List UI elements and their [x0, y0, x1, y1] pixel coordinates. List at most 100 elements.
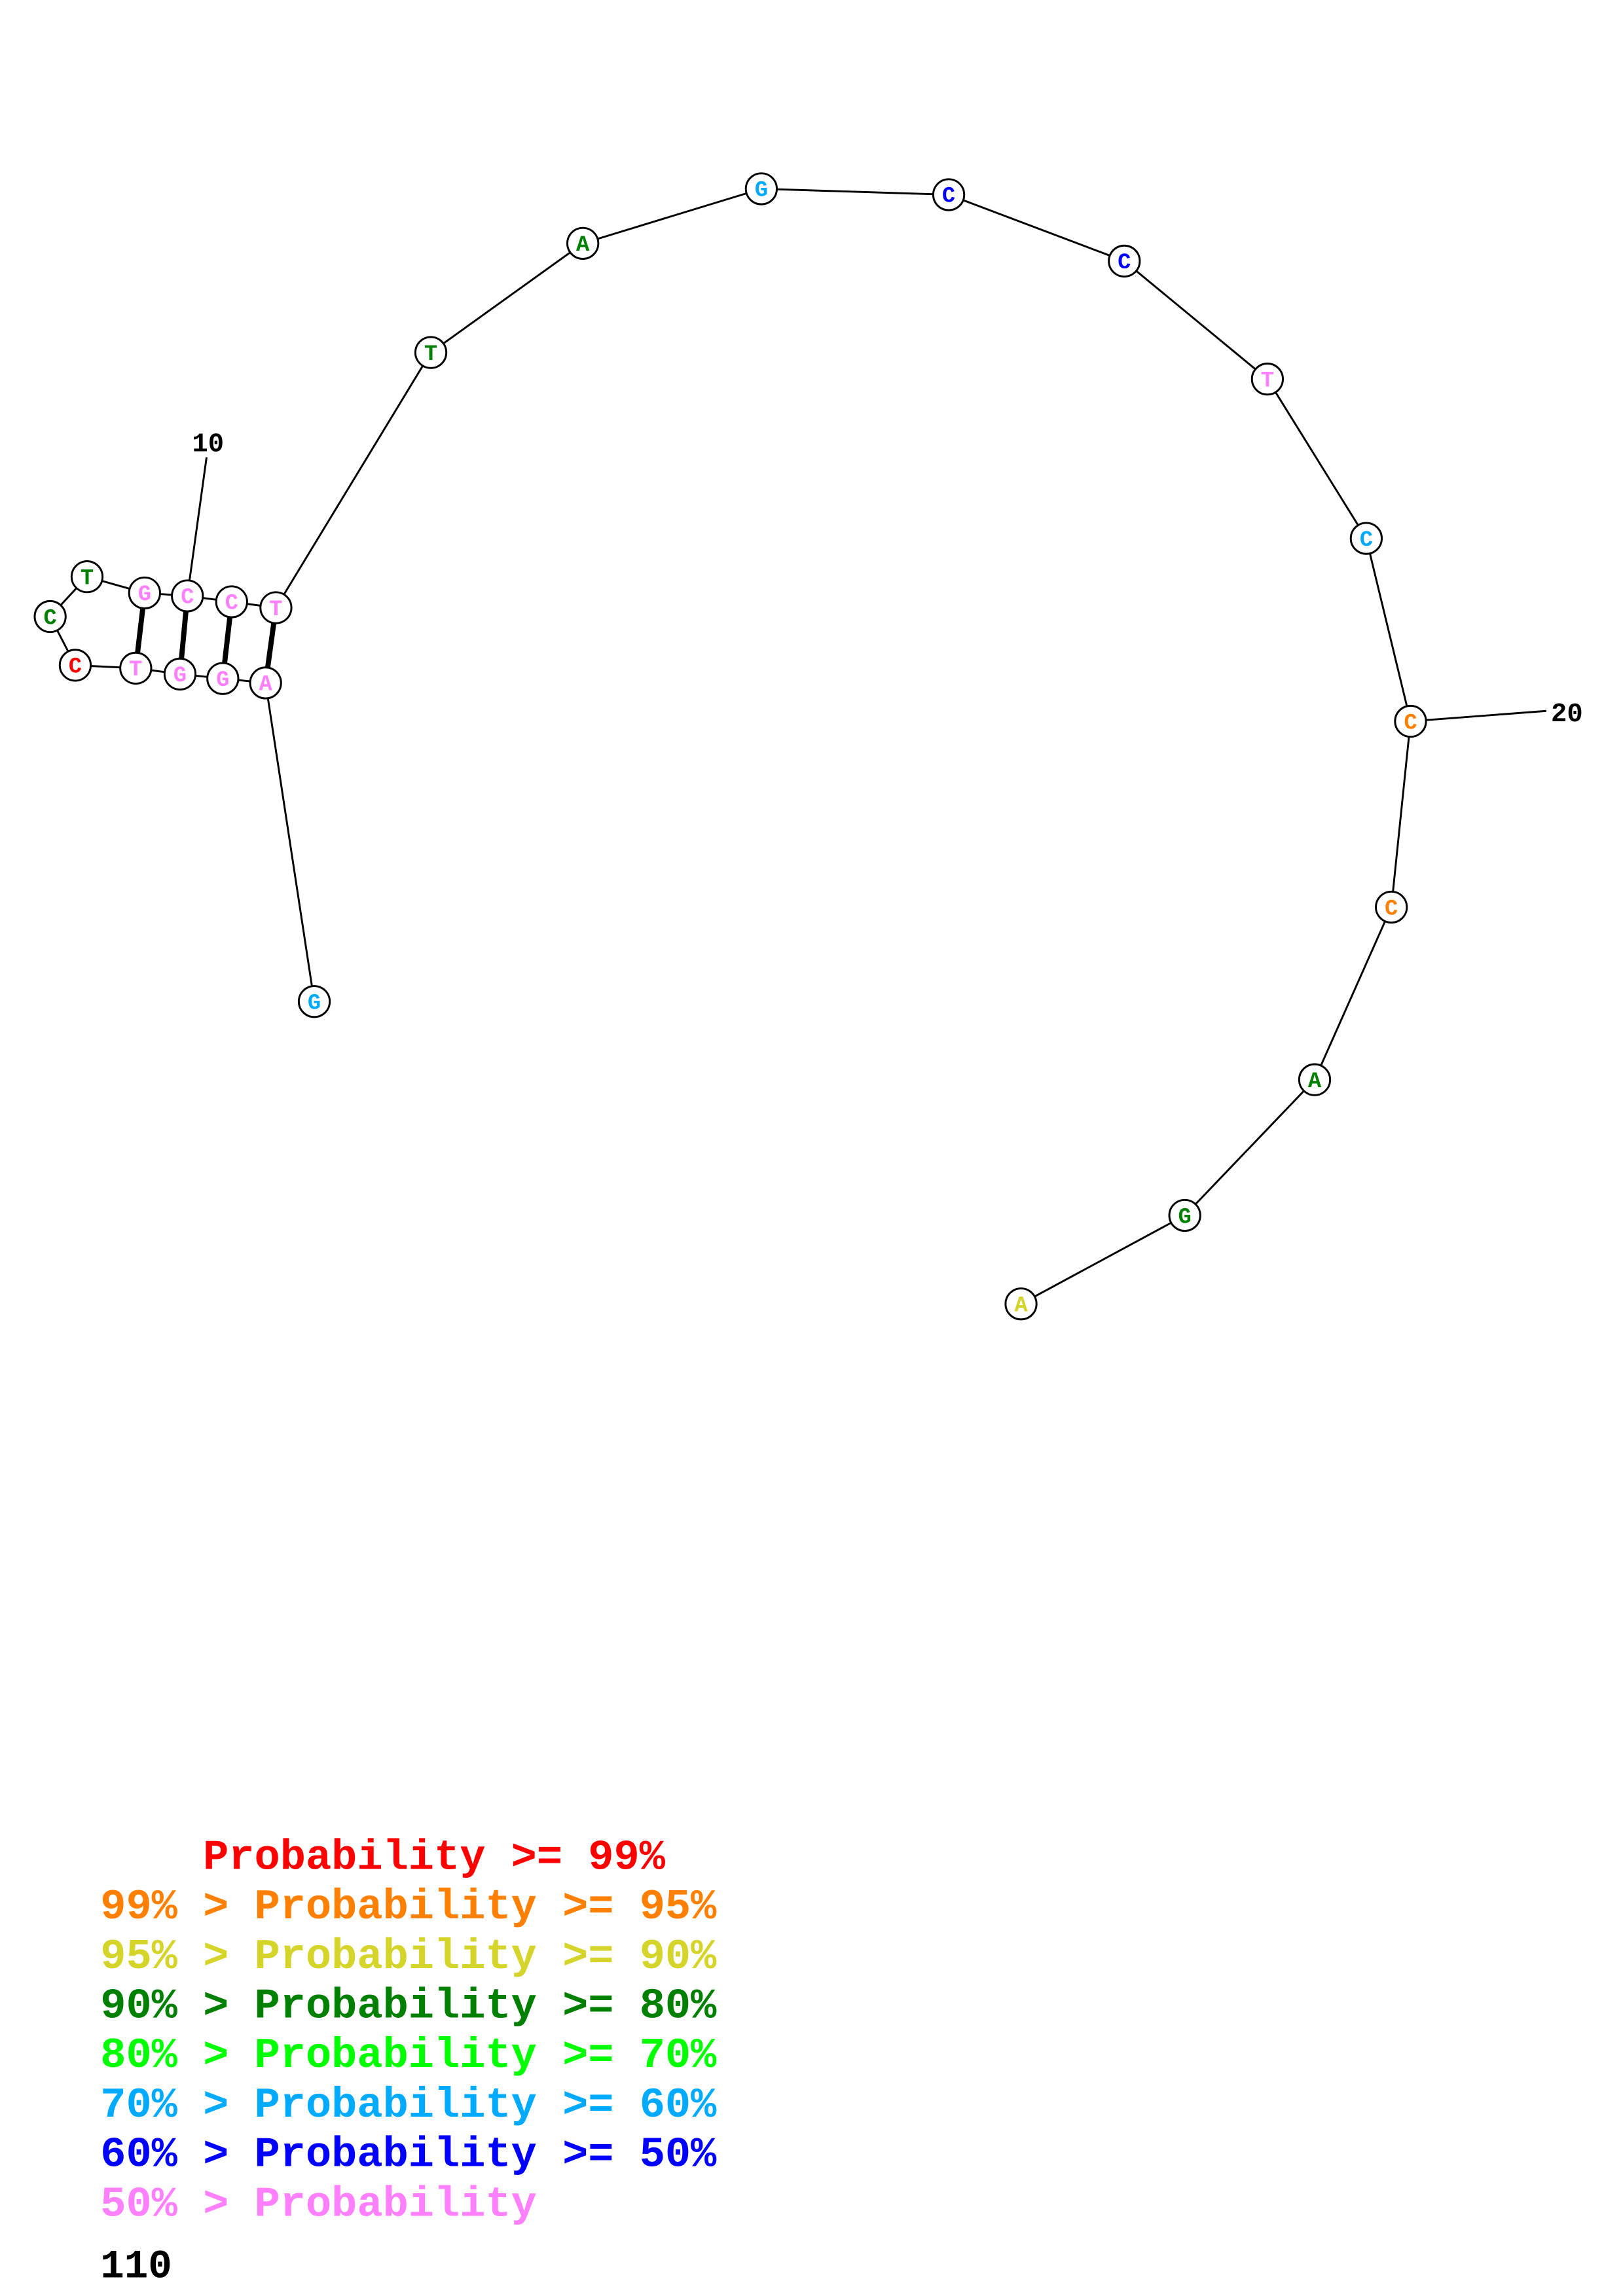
- nucleotide-letter: A: [259, 673, 273, 698]
- legend-entry: 60% > Probability >= 50%: [100, 2131, 717, 2179]
- nucleotide-node: G: [163, 657, 197, 691]
- nucleotide-circle: [1298, 1063, 1332, 1096]
- nucleotide-circle: [1375, 890, 1408, 924]
- nucleotide-letter: T: [424, 342, 437, 367]
- nucleotide-circle: [932, 178, 966, 211]
- nucleotide-circle: [206, 662, 240, 695]
- footer-number: 110: [100, 2245, 172, 2290]
- backbone-segment: [761, 188, 949, 196]
- nucleotide-node: C: [1108, 244, 1141, 278]
- backbone-segment: [1365, 538, 1412, 722]
- nucleotide-node: A: [1004, 1287, 1038, 1321]
- nucleotide-letter: T: [269, 598, 282, 622]
- nucleotide-circle: [249, 666, 282, 700]
- nucleotide-circle: [259, 591, 293, 624]
- nucleotide-letter: C: [69, 655, 82, 680]
- position-ticks: 10 20: [186, 430, 1583, 730]
- backbone-segment: [275, 351, 432, 609]
- nucleotide-node: G: [206, 662, 240, 695]
- nucleotide-node: G: [297, 985, 331, 1018]
- backbone-segment: [948, 194, 1125, 262]
- nucleotide-letter: G: [138, 583, 151, 607]
- position-tick: [186, 457, 208, 596]
- backbone-segment: [264, 683, 316, 1002]
- nucleotide-letter: C: [1118, 251, 1131, 276]
- nucleotide-circle: [128, 576, 161, 610]
- position-tick: [1410, 709, 1546, 723]
- nucleotide-circle: [58, 649, 92, 682]
- nucleotide-node: T: [414, 336, 448, 369]
- nucleotide-circle: [297, 985, 331, 1018]
- legend-entry: 70% > Probability >= 60%: [100, 2081, 717, 2130]
- nucleotide-circle: [119, 651, 153, 685]
- legend-entry: 95% > Probability >= 90%: [100, 1933, 717, 1981]
- nucleotide-node: C: [58, 649, 92, 682]
- backbone-segment: [1266, 378, 1368, 539]
- backbone-segment: [1123, 260, 1268, 380]
- nucleotide-node: C: [33, 600, 67, 634]
- nucleotide-circle: [1394, 704, 1427, 738]
- nucleotide-letter: A: [1308, 1069, 1322, 1094]
- nucleotide-circle: [414, 336, 448, 369]
- nucleotide-circle: [1168, 1198, 1201, 1232]
- nucleotide-node: A: [566, 226, 600, 260]
- nucleotide-node: C: [215, 585, 248, 619]
- nucleotide-letter: T: [129, 658, 142, 683]
- nucleotide-letter: T: [81, 566, 94, 591]
- nucleotide-node: T: [119, 651, 153, 685]
- position-label: 20: [1551, 700, 1583, 730]
- legend-entry: Probability >= 99%: [100, 1833, 665, 1882]
- nucleotide-circle: [171, 579, 204, 613]
- nucleotide-node: T: [70, 560, 104, 594]
- nucleotide-node: G: [128, 576, 161, 610]
- nucleotide-node: G: [744, 172, 778, 206]
- base-pairs: [133, 592, 279, 683]
- nucleotide-circle: [70, 560, 104, 594]
- nucleotide-node: A: [1298, 1063, 1332, 1096]
- nucleotide-node: A: [249, 666, 282, 700]
- backbone-segment: [430, 242, 584, 353]
- nucleotide-letter: C: [43, 606, 56, 631]
- nucleotide-circle: [1349, 522, 1383, 555]
- nucleotide-node: T: [259, 591, 293, 624]
- legend-entry: 99% > Probability >= 95%: [100, 1883, 717, 1931]
- position-label: 10: [192, 430, 224, 460]
- nucleotide-letter: C: [181, 586, 194, 611]
- nucleotide-node: C: [1349, 522, 1383, 555]
- nucleotide-node: C: [1394, 704, 1427, 738]
- nucleotide-circle: [744, 172, 778, 206]
- nucleotide-circle: [215, 585, 248, 619]
- nucleotide-letter: G: [308, 991, 321, 1016]
- backbone-segment: [1313, 906, 1393, 1081]
- nucleotide-letter: G: [1178, 1205, 1192, 1230]
- nucleotide-circle: [566, 226, 600, 260]
- legend-entry: 80% > Probability >= 70%: [100, 2032, 717, 2080]
- legend-entry: 90% > Probability >= 80%: [100, 1982, 717, 2031]
- nucleotide-letter: A: [1014, 1293, 1028, 1318]
- nucleotide-node: C: [932, 178, 966, 211]
- nucleotide-letter: G: [755, 179, 768, 204]
- nucleotide-letter: C: [1360, 528, 1373, 553]
- backbone-segment: [1390, 721, 1412, 908]
- nucleotide-node: C: [171, 579, 204, 613]
- nucleotide-circle: [163, 657, 197, 691]
- nucleotide-letter: G: [216, 668, 229, 693]
- nucleotide-letter: C: [1385, 897, 1398, 922]
- nucleotide-letter: A: [576, 233, 590, 258]
- legend-entry: 50% > Probability: [100, 2180, 537, 2229]
- nucleotide-circle: [1004, 1287, 1038, 1321]
- probability-legend: Probability >= 99%99% > Probability >= 9…: [100, 1833, 717, 2229]
- nucleotide-letter: C: [225, 592, 238, 617]
- nucleotide-letter: C: [1404, 711, 1417, 736]
- backbone-segment: [1184, 1079, 1316, 1217]
- nucleotide-letter: C: [942, 185, 955, 209]
- nucleotide-node: G: [1168, 1198, 1201, 1232]
- nucleotide-circle: [33, 600, 67, 634]
- nucleotide-node: T: [1250, 363, 1284, 396]
- backbone-segment: [1020, 1214, 1186, 1305]
- nucleotide-node: C: [1375, 890, 1408, 924]
- nucleotide-letter: G: [173, 664, 187, 689]
- nucleotide-letter: T: [1261, 368, 1274, 393]
